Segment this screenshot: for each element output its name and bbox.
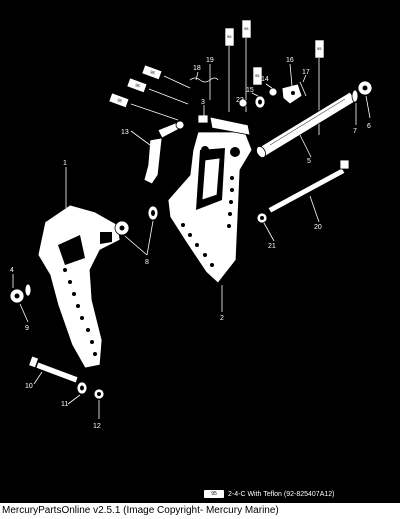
callout-3: 3 [201,99,205,106]
lubricant-tube-5: 95 [241,19,252,112]
callout-4: 4 [10,267,14,274]
callout-7: 7 [353,128,357,135]
part-11-washer [76,381,88,395]
callout-22: 22 [236,97,244,104]
part-15-bushing [254,95,266,109]
part-10-bolt [28,355,79,384]
callout-20: 20 [314,224,322,231]
lubricant-tube-2: 95 [126,77,189,105]
part-21-nut [256,212,268,224]
legend: 95 2-4-C With Teflon (92-825407A12) [204,488,334,500]
callout-17: 17 [302,69,310,76]
svg-text:95: 95 [117,97,124,103]
part-20-bolt [267,159,350,214]
svg-text:95: 95 [135,82,142,88]
callout-14: 14 [261,76,269,83]
lubricant-tube-1: 95 [141,64,191,89]
part-5-tilt-tube [256,91,357,158]
part-12-nut [93,388,105,400]
part-13-tilt-lever [143,120,185,185]
callout-21: 21 [268,243,276,250]
leader-lines [12,63,371,419]
callout-12: 12 [93,423,101,430]
svg-text:95: 95 [150,69,157,75]
footer-text: MercuryPartsOnline v2.5.1 (Image Copyrig… [2,505,279,516]
copyright-footer: MercuryPartsOnline v2.5.1 (Image Copyrig… [0,503,400,519]
part-16-clip [281,83,303,105]
callout-10: 10 [25,383,33,390]
callout-19: 19 [206,57,214,64]
lubricant-tube-icon: 95 [204,490,224,498]
lubricant-tube-4: 95 [224,27,235,112]
callout-11: 11 [61,401,68,408]
legend-text: 2-4-C With Teflon (92-825407A12) [228,490,335,498]
callout-18: 18 [193,65,201,72]
lubricant-tube-6: 95 [252,66,263,86]
callout-15: 15 [246,87,254,94]
part-4-washer [24,283,32,297]
part-3-pin [197,114,209,124]
part-9-nut [9,288,25,304]
svg-text:95: 95 [255,73,260,78]
lubricant-tube-3: 95 [108,92,179,121]
part-17-screw [299,81,307,97]
part-8-nut-lower [114,220,130,236]
callout-13: 13 [121,129,129,136]
callout-8: 8 [145,259,149,266]
exploded-parts-diagram: 95 95 95 95 95 95 95 [9,19,373,500]
part-2-stern-bracket [167,116,253,284]
callout-16: 16 [286,57,294,64]
callout-1: 1 [63,160,67,167]
part-1-stern-bracket [37,204,121,369]
part-8-nut-upper [147,205,159,221]
callout-9: 9 [25,325,29,332]
part-18-spring [189,77,219,83]
callout-numbers: 1 2 3 4 5 6 7 8 9 10 11 12 13 14 15 16 1… [10,57,371,430]
part-6-nut [357,80,373,96]
svg-text:95: 95 [227,34,232,39]
svg-text:95: 95 [244,26,249,31]
svg-text:95: 95 [317,46,322,51]
part-14-nut [268,87,278,97]
callout-2: 2 [220,315,224,322]
part-7-washer [351,89,359,103]
callout-5: 5 [307,158,311,165]
callout-6: 6 [367,123,371,130]
